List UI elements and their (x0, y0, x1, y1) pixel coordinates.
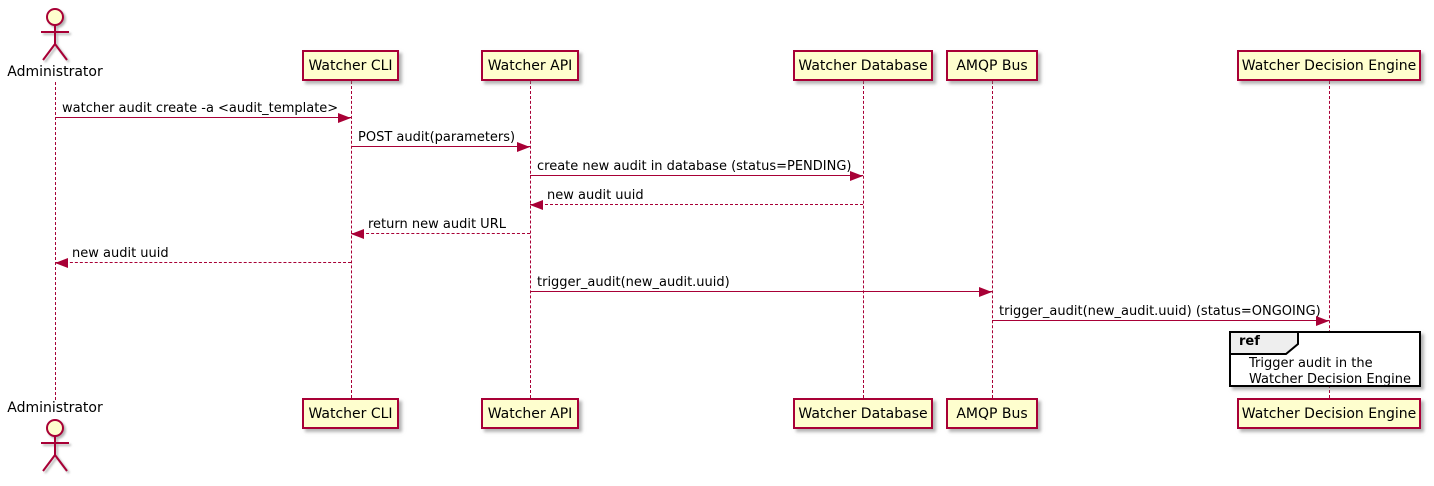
participant-bottom-watcher-decision-engine: Watcher Decision Engine (1237, 398, 1421, 429)
ref-keyword: ref (1239, 334, 1260, 349)
message-label: return new audit URL (368, 217, 506, 232)
actor-label-top: Administrator (7, 64, 103, 80)
message-label: watcher audit create -a <audit_template> (62, 101, 339, 116)
ref-header-pentagon-icon (1229, 331, 1299, 355)
participant-top-watcher-database: Watcher Database (793, 50, 933, 81)
message-label: new audit uuid (72, 246, 169, 261)
participant-bottom-watcher-database: Watcher Database (793, 398, 933, 429)
ref-fragment: ref Trigger audit in the Watcher Decisio… (1229, 331, 1421, 387)
participant-top-watcher-cli: Watcher CLI (302, 50, 399, 81)
arrowhead-left-icon (351, 229, 364, 239)
participant-top-watcher-api: Watcher API (481, 50, 579, 81)
participant-label: Watcher CLI (308, 405, 393, 422)
participant-bottom-amqp-bus: AMQP Bus (946, 398, 1038, 429)
participant-label: Watcher API (487, 405, 573, 422)
ref-text-line1: Trigger audit in the (1249, 356, 1373, 371)
participant-label: Watcher Decision Engine (1241, 57, 1417, 74)
arrowhead-right-icon (517, 142, 530, 152)
arrowhead-left-icon (530, 200, 543, 210)
lifeline-administrator (55, 82, 56, 400)
arrowhead-right-icon (979, 287, 992, 297)
arrowhead-right-icon (338, 113, 351, 123)
lifeline-amqp-bus (992, 81, 993, 398)
message-line (351, 233, 530, 234)
message-line (55, 262, 351, 263)
message-line (530, 175, 863, 176)
ref-text: Trigger audit in the Watcher Decision En… (1249, 356, 1411, 388)
participant-label: Watcher API (487, 57, 573, 74)
actor-label-bottom: Administrator (7, 400, 103, 416)
participant-label: Watcher CLI (308, 57, 393, 74)
participant-label: AMQP Bus (956, 57, 1028, 74)
message-label: POST audit(parameters) (358, 130, 516, 145)
message-label: trigger_audit(new_audit.uuid) (537, 275, 730, 290)
message-label: trigger_audit(new_audit.uuid) (status=ON… (999, 304, 1321, 319)
message-line (351, 146, 530, 147)
ref-text-line2: Watcher Decision Engine (1249, 372, 1411, 387)
participant-label: Watcher Database (798, 405, 928, 422)
actor-icon (41, 419, 69, 472)
arrowhead-right-icon (850, 171, 863, 181)
message-line (55, 117, 351, 118)
arrowhead-right-icon (1316, 316, 1329, 326)
message-line (530, 291, 992, 292)
message-line (530, 204, 863, 205)
message-label: new audit uuid (547, 188, 644, 203)
message-line (992, 320, 1329, 321)
participant-bottom-watcher-api: Watcher API (481, 398, 579, 429)
lifeline-watcher-api (530, 81, 531, 398)
participant-top-watcher-decision-engine: Watcher Decision Engine (1237, 50, 1421, 81)
arrowhead-left-icon (55, 258, 68, 268)
participant-label: Watcher Database (798, 57, 928, 74)
message-label: create new audit in database (status=PEN… (537, 159, 852, 174)
participant-label: AMQP Bus (956, 405, 1028, 422)
participant-label: Watcher Decision Engine (1241, 405, 1417, 422)
lifeline-watcher-cli (351, 81, 352, 398)
participant-bottom-watcher-cli: Watcher CLI (302, 398, 399, 429)
participant-top-amqp-bus: AMQP Bus (946, 50, 1038, 81)
lifeline-watcher-database (863, 81, 864, 398)
actor-icon (41, 8, 69, 61)
lifeline-watcher-decision-engine (1329, 81, 1330, 398)
